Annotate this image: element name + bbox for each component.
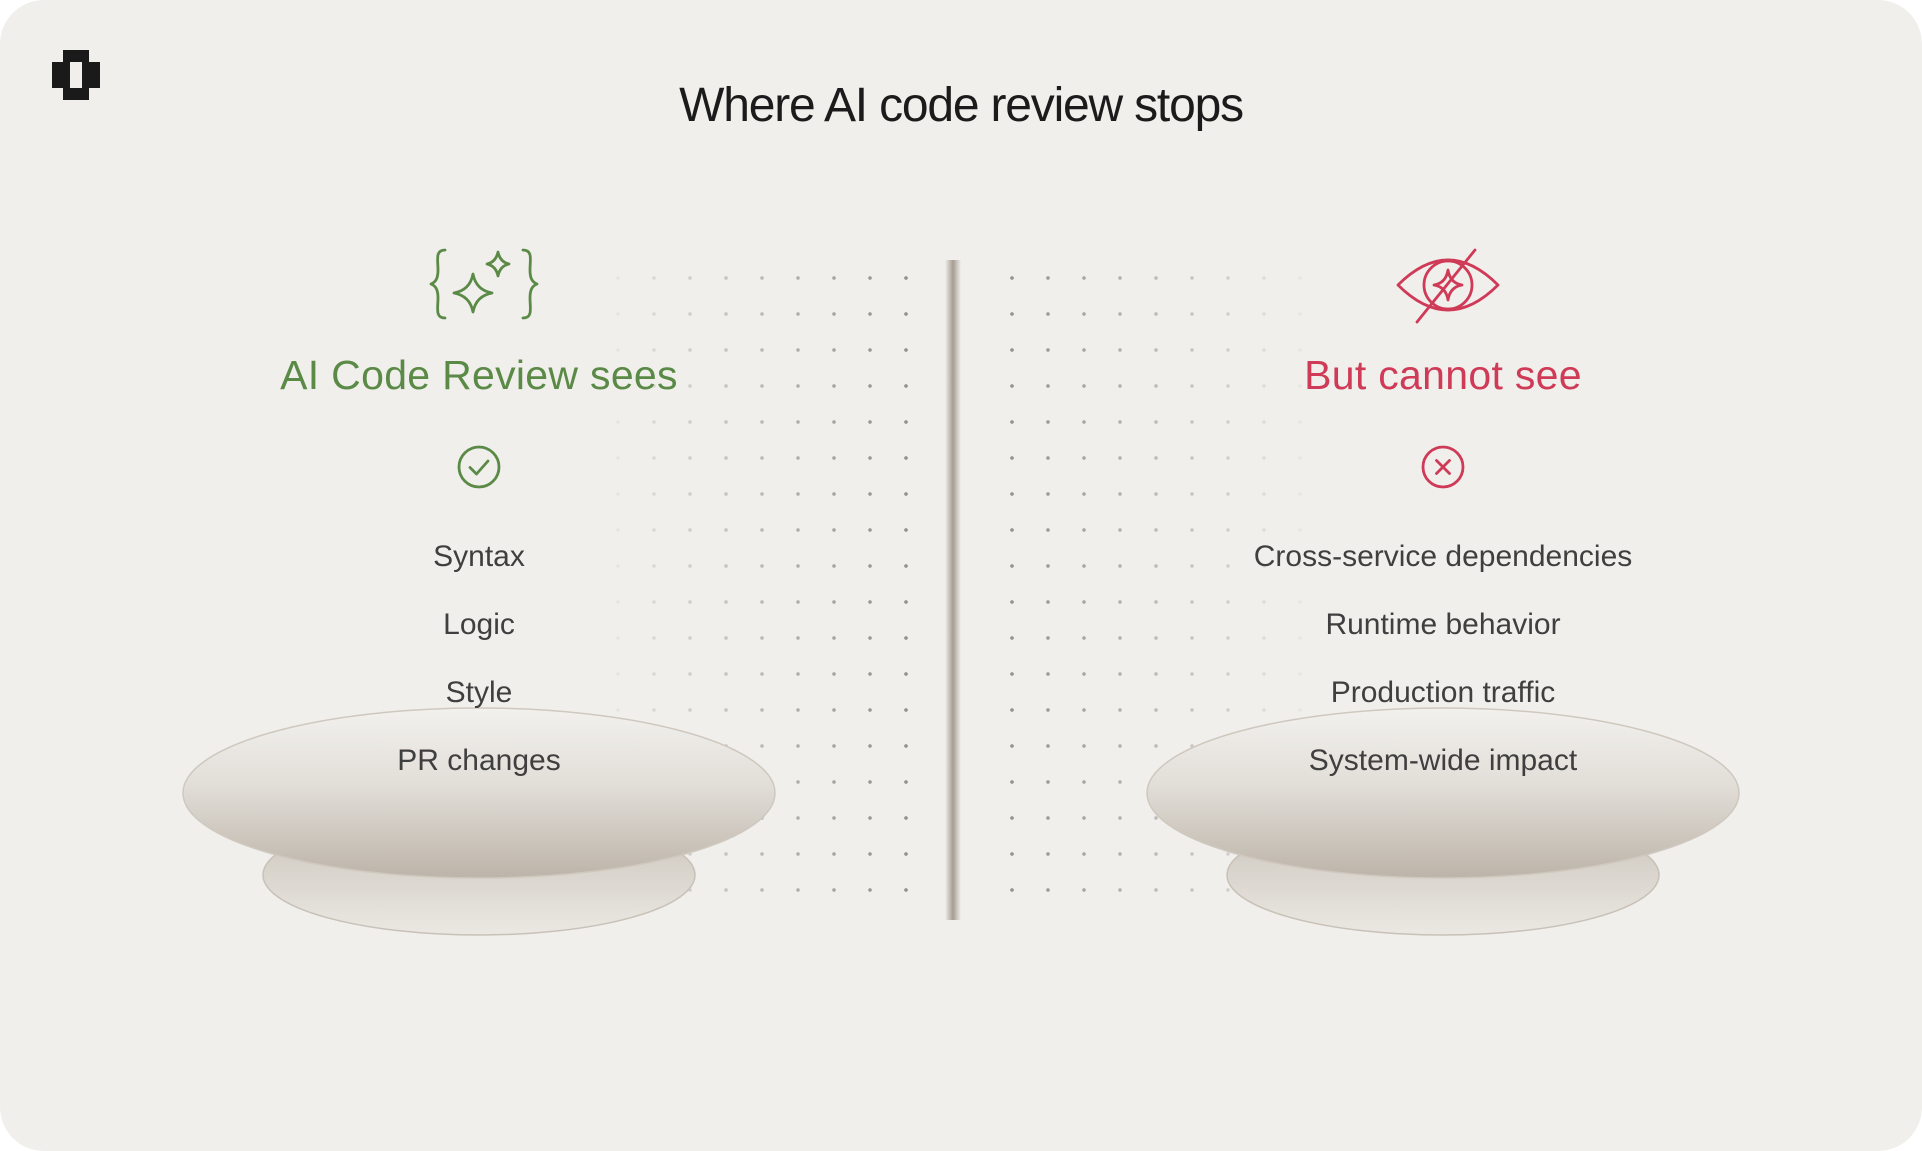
list-item: System-wide impact	[1308, 744, 1578, 777]
list-item: PR changes	[397, 744, 561, 777]
pedestal-left	[182, 707, 776, 936]
page-title: Where AI code review stops	[679, 79, 1244, 132]
column-title-sees: AI Code Review sees	[280, 352, 678, 398]
list-item: Logic	[443, 608, 515, 641]
eye-slash-icon	[1396, 248, 1500, 324]
center-divider	[945, 260, 961, 920]
column-cannot-see: But cannot see Cross-service dependencie…	[1093, 0, 1793, 1151]
x-circle-icon	[1421, 445, 1465, 489]
sees-list: Syntax Logic Style PR changes	[129, 528, 829, 800]
list-item: Runtime behavior	[1325, 608, 1561, 641]
list-item: Production traffic	[1330, 676, 1556, 709]
list-item: Cross-service dependencies	[1253, 540, 1633, 573]
sparkle-braces-icon	[429, 248, 539, 320]
list-item: Style	[445, 676, 513, 709]
pedestal-right	[1146, 707, 1740, 936]
list-item: Syntax	[433, 540, 525, 573]
brand-logo-icon	[52, 50, 100, 100]
check-circle-icon	[457, 445, 501, 489]
column-sees: AI Code Review sees Syntax Logic Style P…	[129, 0, 829, 1151]
cannot-see-list: Cross-service dependencies Runtime behav…	[1093, 528, 1793, 800]
column-title-cannot-see: But cannot see	[1304, 352, 1582, 398]
